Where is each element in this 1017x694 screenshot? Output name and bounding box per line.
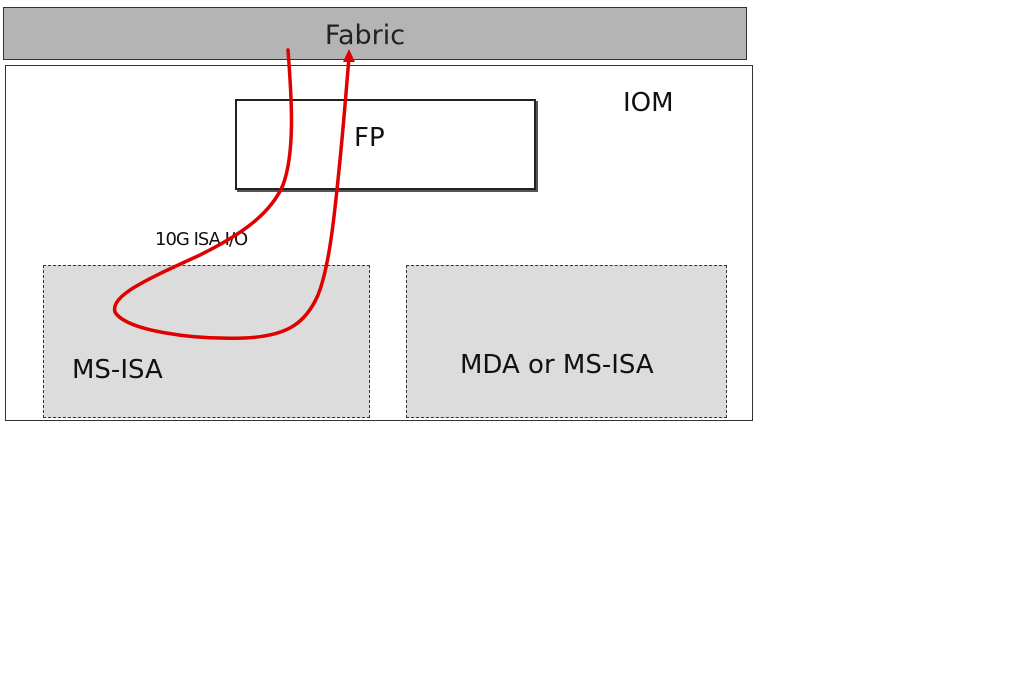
link-label: 10G ISA I/O <box>155 229 248 250</box>
fabric-label: Fabric <box>324 20 406 51</box>
ms-isa-slot <box>43 265 370 418</box>
iom-label: IOM <box>623 88 674 118</box>
fp-label: FP <box>354 123 385 153</box>
mda-or-ms-isa-label: MDA or MS-ISA <box>460 350 654 380</box>
fabric-block: Fabric <box>3 7 747 60</box>
ms-isa-label: MS-ISA <box>72 355 163 385</box>
mda-or-ms-isa-slot <box>406 265 727 418</box>
